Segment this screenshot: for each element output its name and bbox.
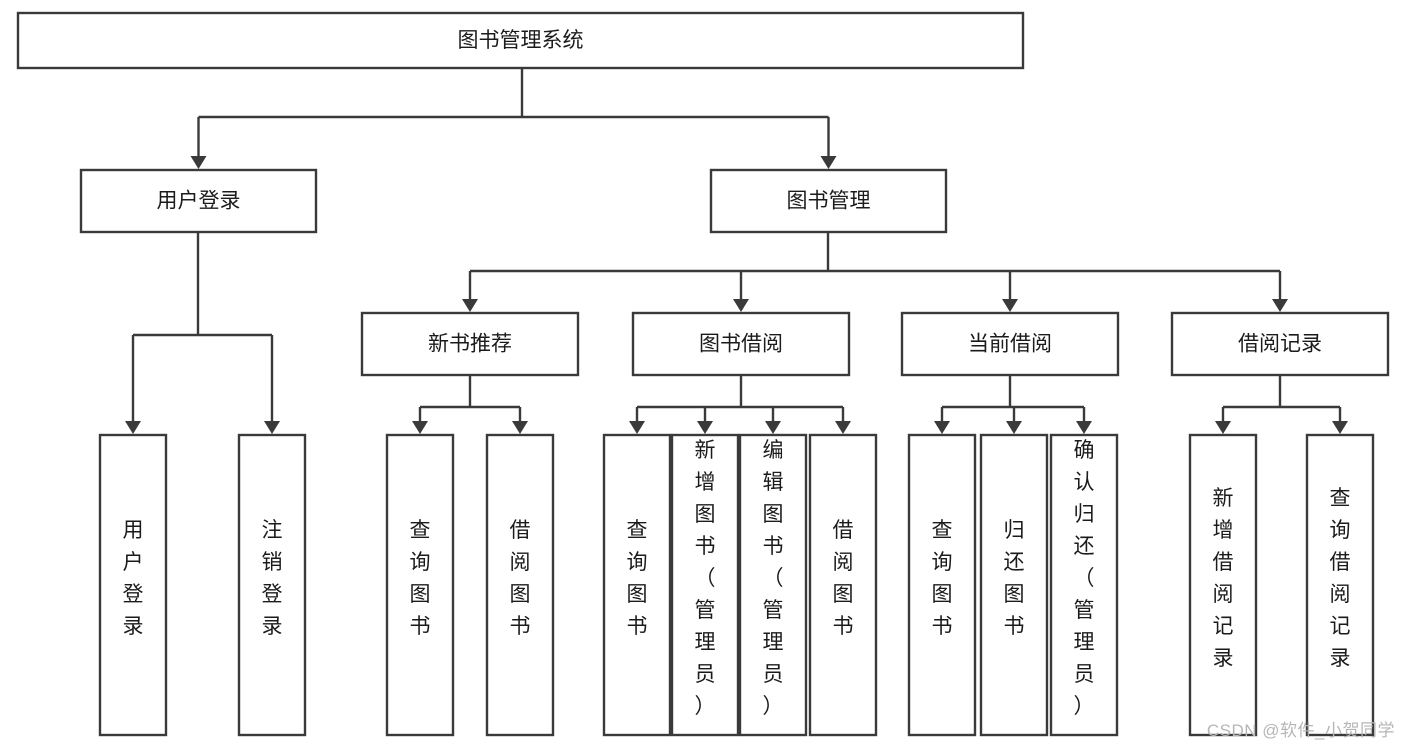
node-label: 图书管理 [787, 190, 871, 213]
node-box[interactable] [360, 311, 580, 377]
node-box[interactable] [670, 433, 740, 737]
node-box[interactable] [709, 168, 948, 234]
connector-borrow-to-leaves [629, 375, 851, 434]
arrow-head-icon [765, 421, 781, 434]
node-borrow-record[interactable]: 借阅记录 [1170, 311, 1390, 377]
node-label: 注销登录 [262, 519, 283, 638]
connector-record-to-leaves [1215, 375, 1348, 434]
node-label: 新增图书（管理员） [695, 439, 716, 718]
node-leaf-borrow-book-2[interactable]: 借阅图书 [808, 433, 878, 737]
node-leaf-edit-book[interactable]: 编辑图书（管理员） [738, 433, 808, 737]
node-box[interactable] [808, 433, 878, 737]
arrow-head-icon [190, 156, 207, 169]
node-label: 借阅记录 [1238, 333, 1322, 356]
node-label: 图书管理系统 [458, 29, 584, 52]
node-box[interactable] [1049, 433, 1119, 737]
node-box[interactable] [237, 433, 307, 737]
connector-root-to-level1 [190, 68, 837, 169]
node-label: 用户登录 [157, 190, 241, 213]
node-label: 查询借阅记录 [1330, 487, 1351, 670]
node-user-login[interactable]: 用户登录 [79, 168, 318, 234]
connector-bookmanage-to-level2 [462, 232, 1288, 312]
node-box[interactable] [98, 433, 168, 737]
node-box[interactable] [79, 168, 318, 234]
arrow-head-icon [512, 421, 528, 434]
connector-current-to-leaves [934, 375, 1092, 434]
arrow-head-icon [934, 421, 950, 434]
arrow-head-icon [1215, 421, 1231, 434]
node-box[interactable] [485, 433, 555, 737]
arrow-head-icon [264, 421, 280, 434]
node-box[interactable] [1170, 311, 1390, 377]
node-label: 编辑图书（管理员） [763, 439, 784, 718]
arrow-head-icon [1332, 421, 1348, 434]
node-box[interactable] [1305, 433, 1375, 737]
node-leaf-query-book-2[interactable]: 查询图书 [602, 433, 672, 737]
arrow-head-icon [697, 421, 713, 434]
node-box[interactable] [16, 11, 1025, 70]
node-box[interactable] [979, 433, 1049, 737]
node-root[interactable]: 图书管理系统 [16, 11, 1025, 70]
node-label: 确认归还（管理员） [1074, 439, 1095, 718]
node-leaf-borrow-book-1[interactable]: 借阅图书 [485, 433, 555, 737]
node-leaf-return-book[interactable]: 归还图书 [979, 433, 1049, 737]
arrow-head-icon [733, 299, 749, 312]
node-box[interactable] [385, 433, 455, 737]
arrow-head-icon [629, 421, 645, 434]
node-box[interactable] [602, 433, 672, 737]
arrow-head-icon [125, 421, 141, 434]
arrow-head-icon [1076, 421, 1092, 434]
node-label: 查询图书 [932, 519, 953, 638]
node-book-borrow[interactable]: 图书借阅 [631, 311, 851, 377]
node-leaf-query-record[interactable]: 查询借阅记录 [1305, 433, 1375, 737]
node-box[interactable] [738, 433, 808, 737]
node-leaf-user-logout[interactable]: 注销登录 [237, 433, 307, 737]
node-label: 当前借阅 [968, 333, 1052, 356]
node-leaf-confirm-return[interactable]: 确认归还（管理员） [1049, 433, 1119, 737]
node-label: 借阅图书 [510, 519, 531, 638]
node-label: 查询图书 [627, 519, 648, 638]
node-book-manage[interactable]: 图书管理 [709, 168, 948, 234]
node-label: 用户登录 [123, 519, 144, 638]
node-leaf-user-login[interactable]: 用户登录 [98, 433, 168, 737]
node-label: 新增借阅记录 [1213, 487, 1234, 670]
arrow-head-icon [1272, 299, 1288, 312]
nodes-layer: 图书管理系统用户登录图书管理新书推荐图书借阅当前借阅借阅记录用户登录注销登录查询… [16, 11, 1390, 737]
arrow-head-icon [835, 421, 851, 434]
connectors-layer [125, 68, 1348, 434]
node-box[interactable] [907, 433, 977, 737]
arrow-head-icon [462, 299, 478, 312]
node-label: 借阅图书 [833, 519, 854, 638]
node-label: 新书推荐 [428, 333, 512, 356]
node-box[interactable] [1188, 433, 1258, 737]
connector-userlogin-to-leaves [125, 232, 280, 434]
node-leaf-query-book-3[interactable]: 查询图书 [907, 433, 977, 737]
node-leaf-add-record[interactable]: 新增借阅记录 [1188, 433, 1258, 737]
node-box[interactable] [900, 311, 1120, 377]
node-leaf-query-book-1[interactable]: 查询图书 [385, 433, 455, 737]
node-new-book-recommend[interactable]: 新书推荐 [360, 311, 580, 377]
node-leaf-add-book[interactable]: 新增图书（管理员） [670, 433, 740, 737]
arrow-head-icon [1002, 299, 1018, 312]
connector-recommend-to-leaves [412, 375, 528, 434]
arrow-head-icon [1006, 421, 1022, 434]
arrow-head-icon [820, 156, 837, 169]
node-label: 图书借阅 [699, 333, 783, 356]
node-label: 归还图书 [1004, 519, 1025, 638]
node-current-borrow[interactable]: 当前借阅 [900, 311, 1120, 377]
node-box[interactable] [631, 311, 851, 377]
arrow-head-icon [412, 421, 428, 434]
node-label: 查询图书 [410, 519, 431, 638]
